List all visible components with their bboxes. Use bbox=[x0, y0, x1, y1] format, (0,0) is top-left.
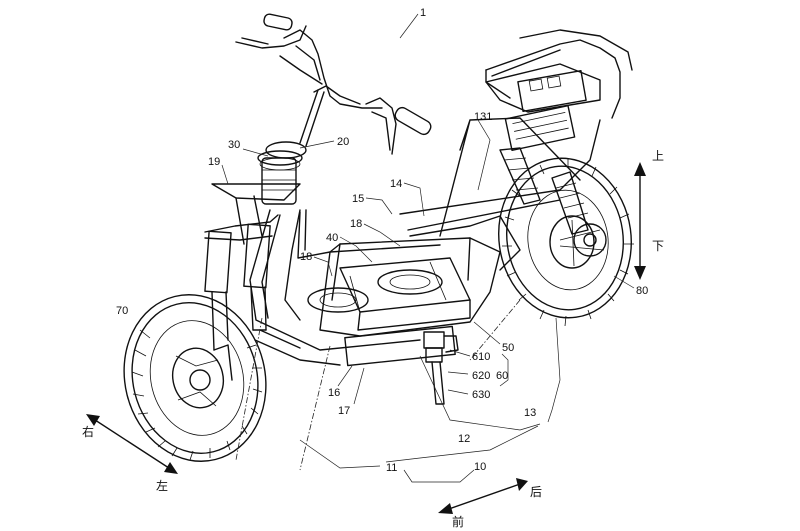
label-1: 1 bbox=[420, 7, 426, 19]
seat-frame bbox=[485, 29, 633, 152]
reference-labels: 1 30 20 19 131 15 14 18 40 18 70 80 50 6… bbox=[116, 7, 648, 474]
label-18-upper: 18 bbox=[350, 218, 362, 230]
direction-arrows bbox=[86, 162, 646, 514]
label-610: 610 bbox=[472, 351, 490, 363]
label-70: 70 bbox=[116, 305, 128, 317]
battery-compartment bbox=[307, 257, 471, 367]
front-fork bbox=[204, 214, 279, 381]
label-14: 14 bbox=[390, 178, 402, 190]
label-12: 12 bbox=[458, 433, 470, 445]
direction-rear-label: 后 bbox=[530, 485, 542, 499]
label-30: 30 bbox=[228, 139, 240, 151]
label-620: 620 bbox=[472, 370, 490, 382]
label-18-lower: 18 bbox=[300, 251, 312, 263]
label-17: 17 bbox=[338, 405, 350, 417]
steering-column bbox=[257, 55, 361, 321]
direction-left-label: 左 bbox=[156, 478, 168, 493]
direction-front-label: 前 bbox=[452, 514, 464, 529]
label-60: 60 bbox=[496, 370, 508, 382]
rear-wheel bbox=[498, 157, 634, 327]
label-19: 19 bbox=[208, 156, 220, 168]
direction-right-label: 右 bbox=[82, 424, 94, 439]
label-630: 630 bbox=[472, 389, 490, 401]
label-15: 15 bbox=[352, 193, 364, 205]
direction-down-label: 下 bbox=[652, 239, 664, 253]
centerlines bbox=[235, 299, 521, 471]
direction-labels: 上 下 右 左 前 后 bbox=[82, 149, 664, 529]
label-10: 10 bbox=[474, 461, 486, 473]
label-131: 131 bbox=[474, 111, 492, 123]
direction-up-label: 上 bbox=[652, 149, 664, 163]
front-wheel bbox=[123, 294, 267, 462]
rear-shocks bbox=[499, 147, 589, 235]
label-11: 11 bbox=[386, 462, 397, 474]
label-50: 50 bbox=[502, 342, 514, 354]
kickstand-assembly bbox=[423, 331, 459, 405]
label-13: 13 bbox=[524, 407, 536, 419]
handlebars bbox=[235, 13, 432, 155]
label-80: 80 bbox=[636, 285, 648, 297]
label-40: 40 bbox=[326, 232, 338, 244]
label-16: 16 bbox=[328, 387, 340, 399]
label-20: 20 bbox=[337, 136, 349, 148]
leader-lines bbox=[221, 13, 635, 483]
